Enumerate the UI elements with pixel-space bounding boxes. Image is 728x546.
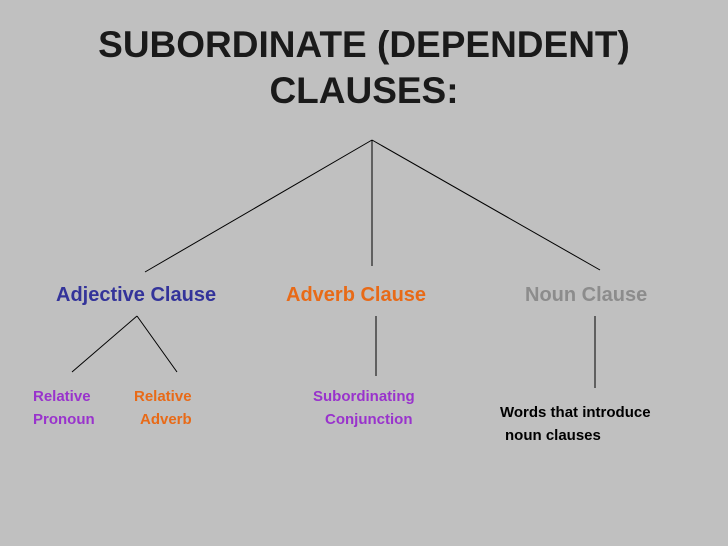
noun-introducers-line1: Words that introduce <box>500 404 651 421</box>
relative-adverb-line1: Relative <box>134 388 192 405</box>
noun-introducers-line2: noun clauses <box>505 427 601 444</box>
subordinating-line1: Subordinating <box>313 388 415 405</box>
relative-adverb-node: Relative Adverb <box>134 385 192 431</box>
title-line-2: CLAUSES: <box>269 70 459 111</box>
subordinating-line2: Conjunction <box>325 411 413 428</box>
adverb-clause-label: Adverb Clause <box>286 284 427 306</box>
connector-root-adjective <box>144 139 373 273</box>
relative-pronoun-node: Relative Pronoun <box>33 385 95 431</box>
diagram-title: SUBORDINATE (DEPENDENT) CLAUSES: <box>0 22 728 114</box>
relative-pronoun-line1: Relative <box>33 388 91 405</box>
connector-root-noun <box>371 139 601 271</box>
relative-pronoun-line2: Pronoun <box>33 411 95 428</box>
connector-adjective-adverb <box>136 315 178 373</box>
adjective-clause-label: Adjective Clause <box>56 284 217 306</box>
connector-adjective-pronoun <box>71 315 138 373</box>
noun-introducers-node: Words that introduce noun clauses <box>500 401 651 447</box>
subordinating-conjunction-node: Subordinating Conjunction <box>313 385 415 431</box>
title-line-1: SUBORDINATE (DEPENDENT) <box>98 24 630 65</box>
relative-adverb-line2: Adverb <box>140 411 192 428</box>
noun-clause-label: Noun Clause <box>525 284 648 306</box>
